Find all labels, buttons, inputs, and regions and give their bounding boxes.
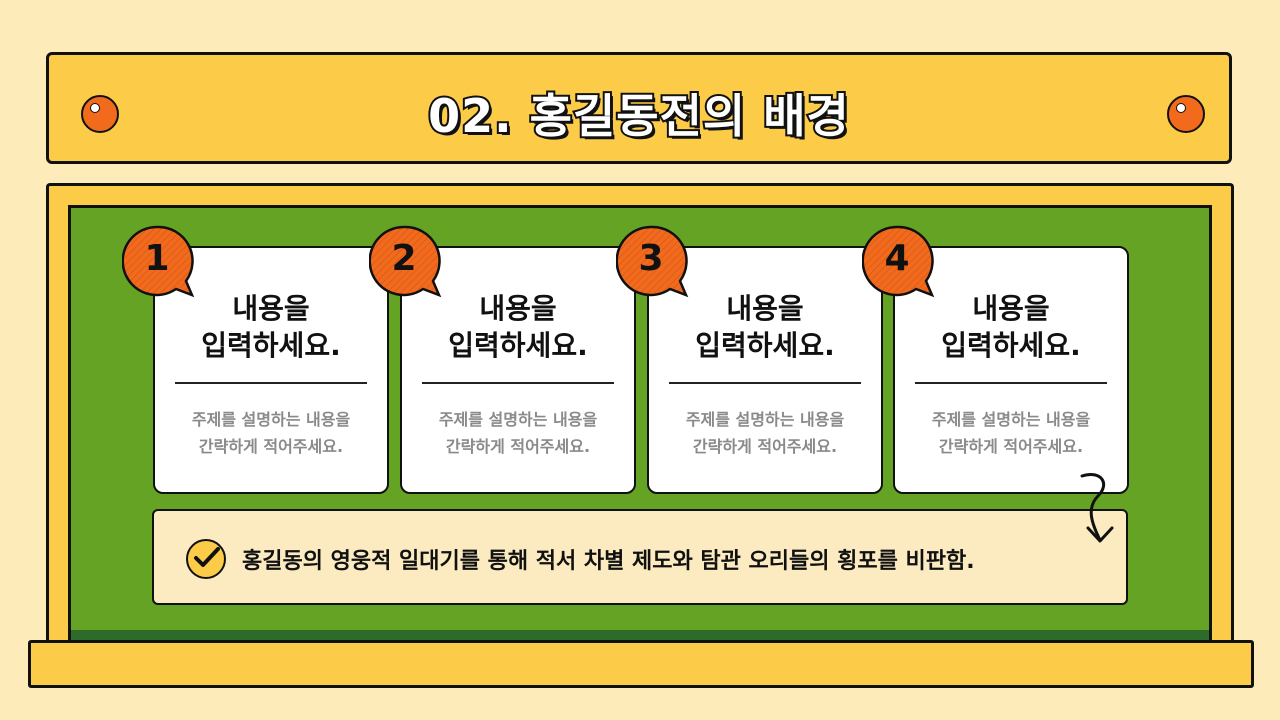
title-banner: 02. 홍길동전의 배경 (46, 52, 1232, 164)
pushpin-icon (1167, 95, 1205, 133)
card-divider (669, 382, 861, 384)
content-card-1: 내용을 입력하세요. 주제를 설명하는 내용을 간략하게 적어주세요. (153, 246, 389, 494)
card-title: 내용을 입력하세요. (695, 292, 835, 362)
content-card-3: 내용을 입력하세요. 주제를 설명하는 내용을 간략하게 적어주세요. (647, 246, 883, 494)
content-card-4: 내용을 입력하세요. 주제를 설명하는 내용을 간략하게 적어주세요. (893, 246, 1129, 494)
curved-arrow-icon (1080, 473, 1114, 543)
card-title: 내용을 입력하세요. (941, 292, 1081, 362)
summary-box: 홍길동의 영웅적 일대기를 통해 적서 차별 제도와 탐관 오리들의 횡포를 비… (152, 509, 1128, 605)
badge-number: 1 (144, 238, 170, 279)
card-title: 내용을 입력하세요. (201, 292, 341, 362)
content-card-2: 내용을 입력하세요. 주제를 설명하는 내용을 간략하게 적어주세요. (400, 246, 636, 494)
speech-bubble-badge-icon: 2 (369, 225, 443, 299)
card-description: 주제를 설명하는 내용을 간략하게 적어주세요. (685, 410, 845, 456)
page-title: 02. 홍길동전의 배경 (426, 87, 851, 145)
badge-number: 3 (638, 238, 664, 279)
speech-bubble-badge-icon: 4 (862, 225, 936, 299)
summary-text: 홍길동의 영웅적 일대기를 통해 적서 차별 제도와 탐관 오리들의 횡포를 비… (242, 549, 975, 574)
pushpin-icon (81, 95, 119, 133)
badge-number: 2 (391, 238, 417, 279)
card-divider (915, 382, 1107, 384)
card-description: 주제를 설명하는 내용을 간략하게 적어주세요. (931, 410, 1091, 456)
card-description: 주제를 설명하는 내용을 간략하게 적어주세요. (191, 410, 351, 456)
card-divider (175, 382, 367, 384)
card-title: 내용을 입력하세요. (448, 292, 588, 362)
speech-bubble-badge-icon: 1 (122, 225, 196, 299)
speech-bubble-badge-icon: 3 (616, 225, 690, 299)
badge-number: 4 (884, 238, 910, 279)
card-description: 주제를 설명하는 내용을 간략하게 적어주세요. (438, 410, 598, 456)
board-shelf (28, 640, 1254, 688)
check-circle-icon (186, 539, 226, 579)
card-divider (422, 382, 614, 384)
